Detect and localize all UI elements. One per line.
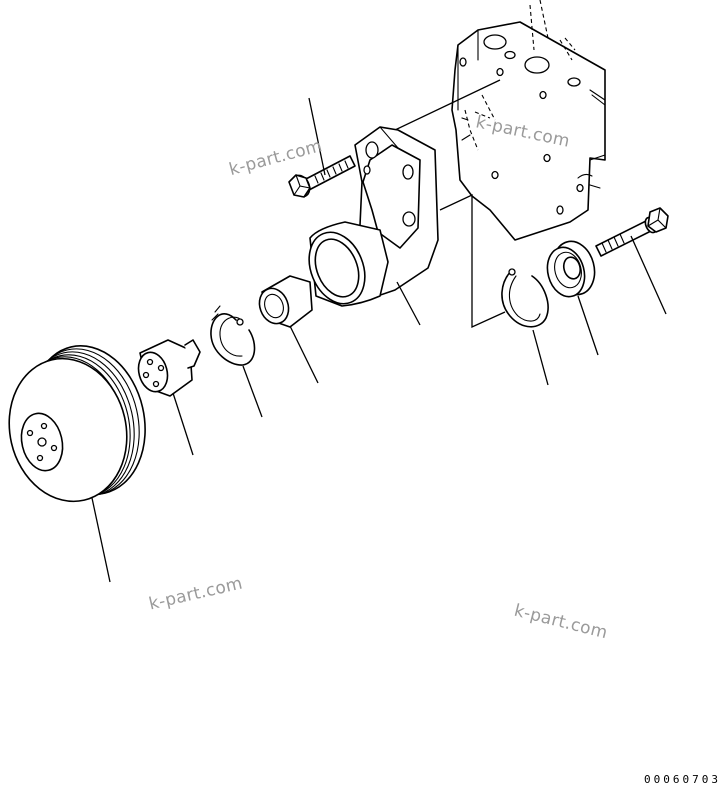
snap-ring-right — [501, 268, 549, 328]
leader-pulley — [91, 497, 111, 583]
engine-block-cover — [451, 0, 606, 241]
housing-to-block-line — [394, 79, 501, 131]
assembly-guide-line — [439, 193, 506, 329]
idler-bearing-pulley — [546, 240, 596, 298]
leader-snap-ring-right — [532, 329, 549, 386]
leader-idler — [577, 295, 599, 356]
leader-right-bolt — [630, 235, 667, 315]
snap-ring-left — [210, 305, 256, 366]
flange-bolt-right — [595, 207, 669, 257]
spacer-sleeve — [258, 275, 313, 328]
leader-spacer — [289, 325, 319, 384]
leader-upper-bolt — [308, 97, 326, 176]
leader-snap-ring-left — [242, 365, 263, 418]
leader-lines — [91, 97, 667, 583]
drawing-number: 00060703 — [644, 773, 721, 786]
tensioner-bracket-housing — [308, 126, 439, 307]
leader-housing — [396, 281, 421, 326]
leader-hub — [172, 392, 194, 456]
pulley-shaft-hub — [137, 339, 201, 397]
flange-bolt-upper — [288, 155, 356, 198]
v-belt-pulley — [8, 345, 146, 503]
